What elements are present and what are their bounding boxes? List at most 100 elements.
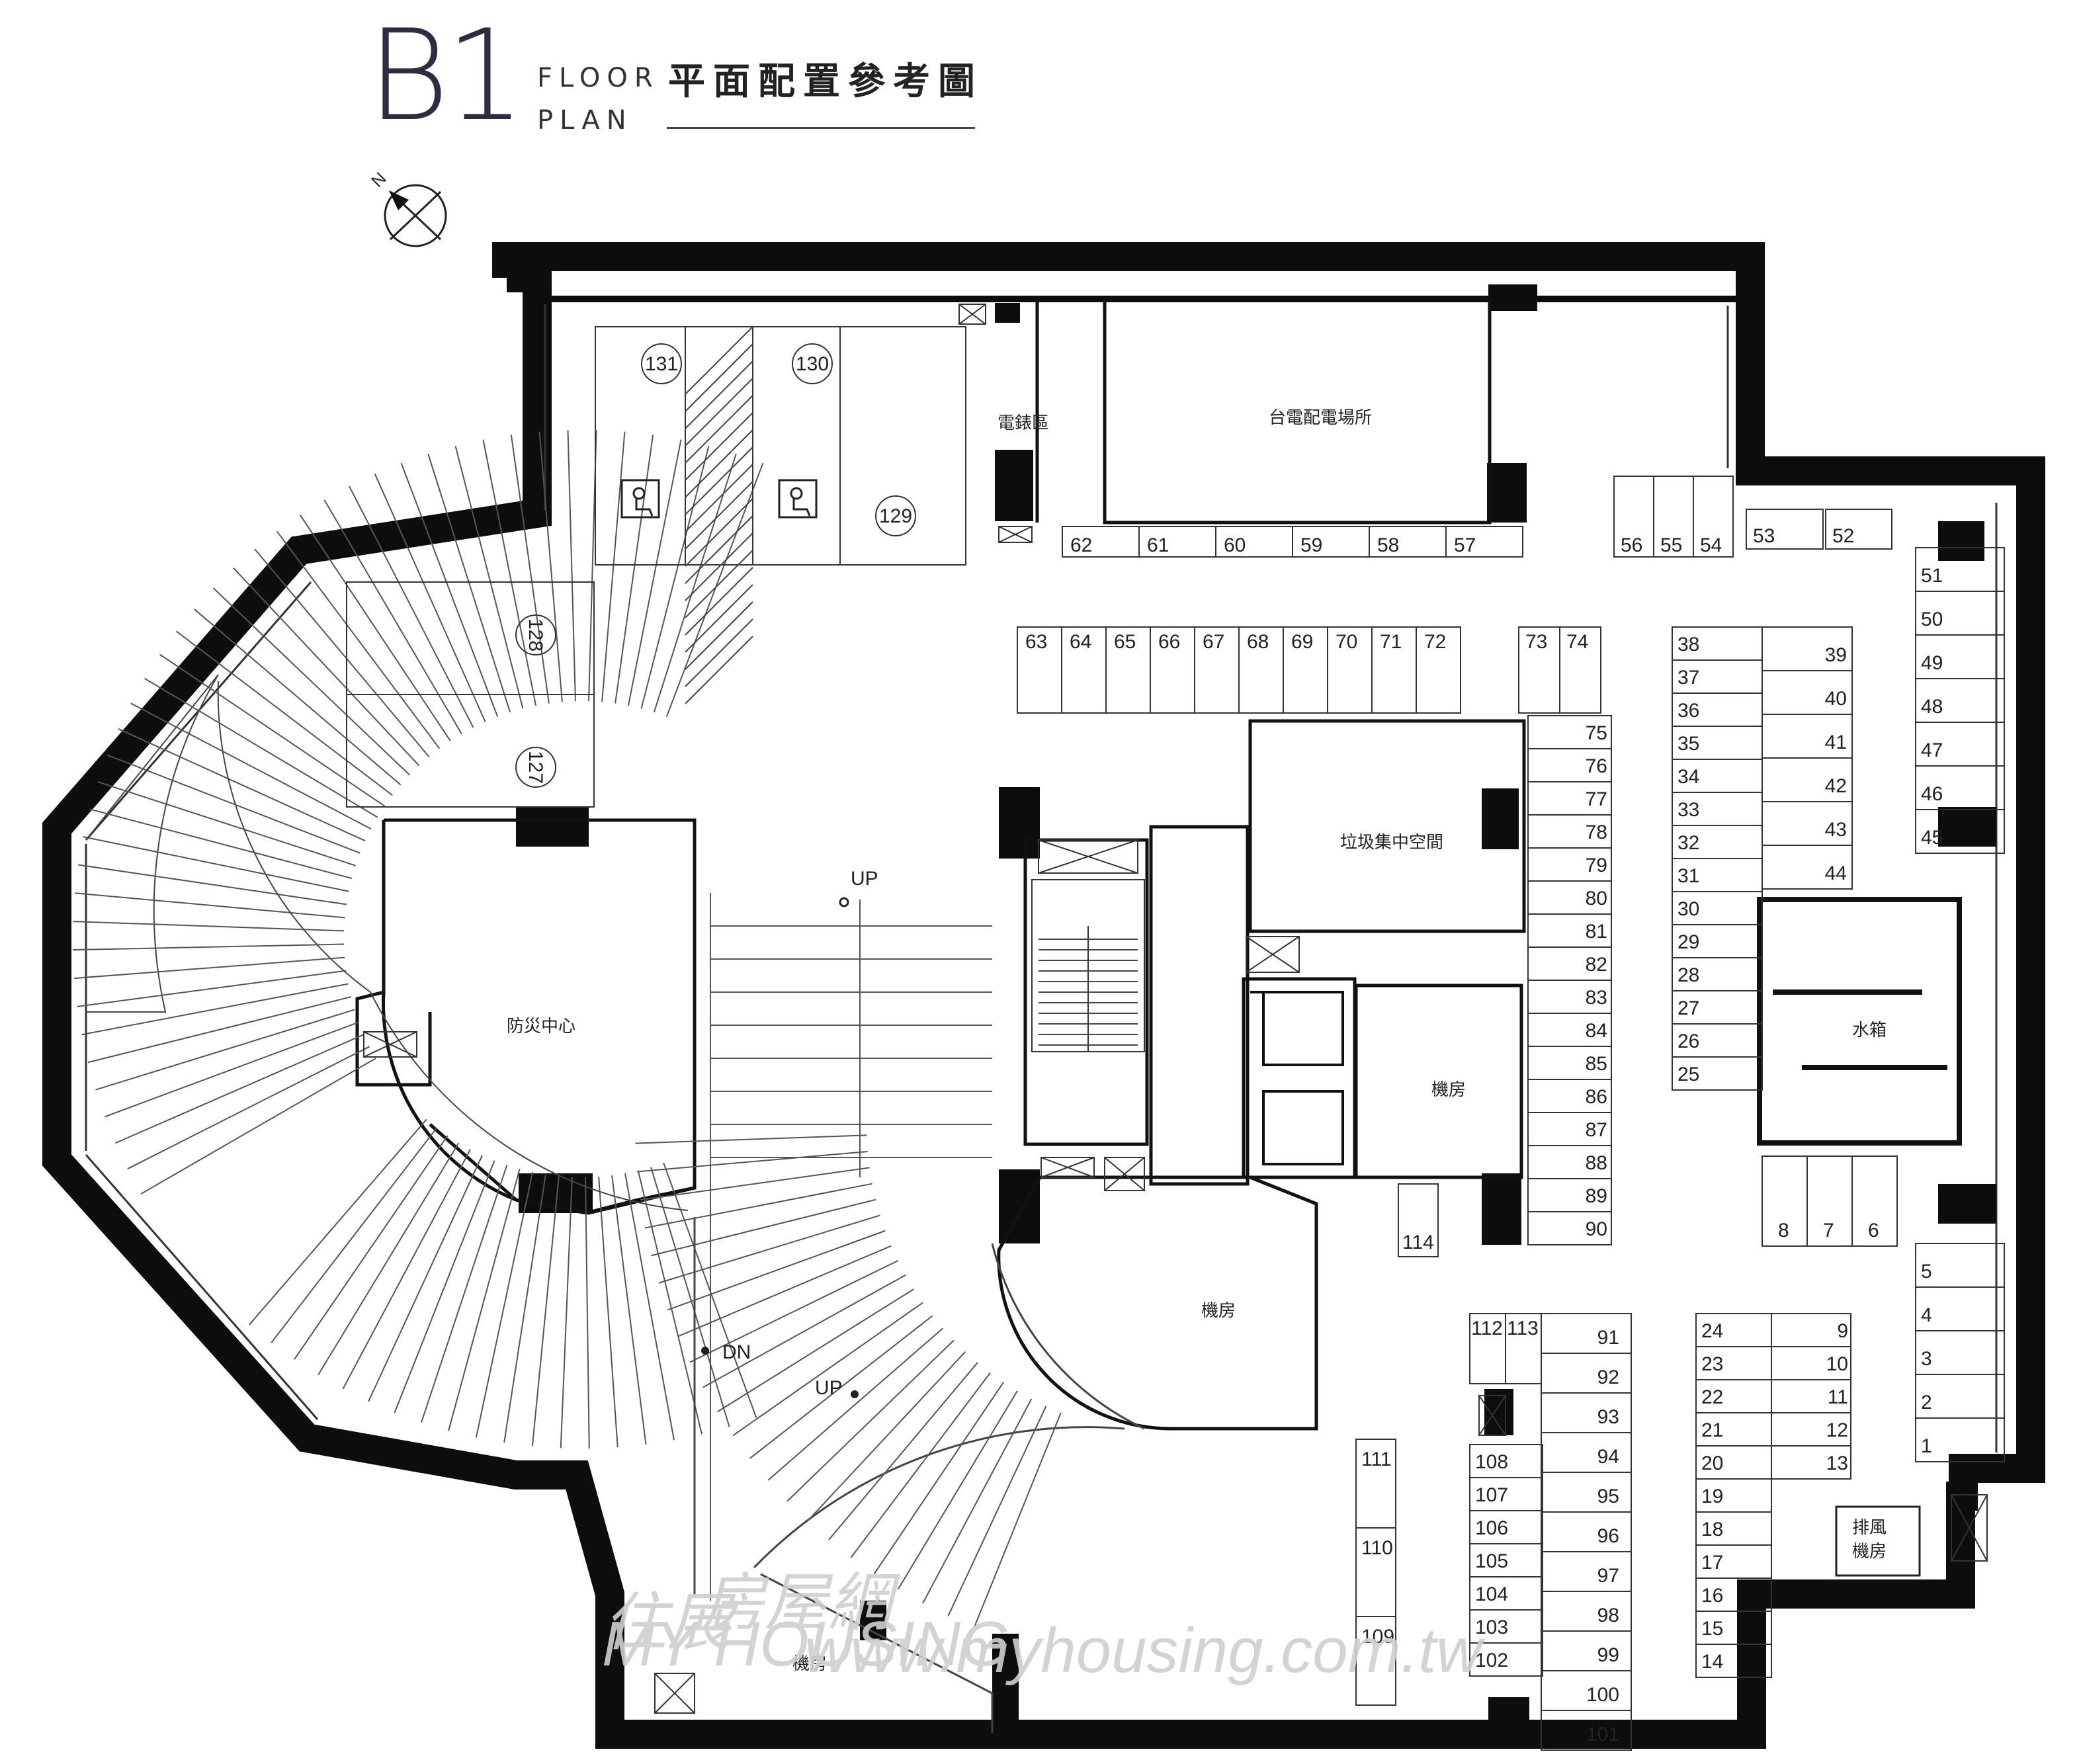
parking-slot <box>1541 1710 1632 1751</box>
ramp-stripe <box>627 439 682 706</box>
parking-slot-number: 41 <box>1825 732 1847 753</box>
parking-slot <box>1559 626 1601 714</box>
ramp-stripe <box>667 1230 886 1311</box>
ramp-stripe <box>611 1175 647 1445</box>
parking-slot-number: 55 <box>1660 534 1682 556</box>
elevators <box>1250 991 1344 1165</box>
parking-slot-number: 53 <box>1753 525 1775 547</box>
parking-slot-number: 3 <box>1921 1348 1932 1370</box>
parking-slot <box>1527 1211 1612 1245</box>
parking-slot-number: 4 <box>1921 1304 1932 1326</box>
parking-slot-number: 35 <box>1678 733 1699 755</box>
ramp-stripe <box>637 1170 703 1435</box>
stair-steps <box>1039 939 1138 1046</box>
shaft-cross <box>1478 1395 1506 1436</box>
parking-slot-number: 33 <box>1678 799 1699 821</box>
parking-slot-number: 94 <box>1597 1446 1619 1468</box>
parking-slot-number: 82 <box>1586 954 1607 976</box>
parking-slot-number: 47 <box>1921 739 1943 761</box>
hatch-line <box>685 429 753 498</box>
parking-slot-number: 104 <box>1475 1583 1508 1605</box>
ramp-stripe <box>482 439 537 706</box>
ramp-stripe <box>624 1173 675 1441</box>
parking-slot-number: 68 <box>1247 631 1269 653</box>
ramp-stripe <box>318 1142 460 1376</box>
ramp-stripe <box>78 864 347 905</box>
parking-slot-number: 34 <box>1678 766 1699 788</box>
parking-slot-number: 15 <box>1701 1618 1723 1640</box>
parking-slot-number: 113 <box>1507 1318 1539 1339</box>
ramp-stripe <box>560 1177 573 1449</box>
parking-slot-number: 103 <box>1475 1617 1508 1638</box>
parking-slot-number: 100 <box>1586 1684 1619 1706</box>
ramp-stripe <box>454 445 524 709</box>
hatch-line <box>685 550 753 618</box>
parking-slot-number: 77 <box>1586 788 1607 810</box>
parking-slot-number: 62 <box>1070 534 1092 556</box>
parking-slot-number: 65 <box>1114 631 1136 653</box>
ramp-stripe <box>81 983 349 1036</box>
hatch-line <box>685 360 753 429</box>
parking-slot-number: 50 <box>1921 609 1943 630</box>
ramp-stripe <box>873 1382 1005 1575</box>
room-exhaust-2: 機房 <box>1852 1542 1887 1562</box>
parking-slot-number: 95 <box>1597 1486 1619 1507</box>
watermark-brand: 住展 <box>603 1587 736 1658</box>
ramp-stripe <box>300 515 451 741</box>
ramp-stripe <box>349 485 474 728</box>
shaft-box <box>363 1031 417 1058</box>
parking-slot-number: 30 <box>1678 898 1699 920</box>
parking-slot-number: 57 <box>1454 534 1476 556</box>
ramp-stripe <box>828 1362 978 1540</box>
ramp-stripe <box>567 430 576 702</box>
parking-slot-number: 32 <box>1678 832 1699 854</box>
ramp-dot <box>839 897 849 907</box>
room-disaster: 防災中心 <box>507 1017 575 1036</box>
parking-slot-number: 39 <box>1825 644 1847 666</box>
header-plan: PLAN <box>537 105 633 136</box>
parking-slot-number: 36 <box>1678 700 1699 722</box>
ramp-stripe <box>159 653 386 807</box>
parking-slot-number: 71 <box>1380 631 1402 653</box>
parking-slot <box>1505 1313 1542 1384</box>
parking-slot-number: 70 <box>1336 631 1357 653</box>
parking-slot-number: 90 <box>1586 1218 1607 1240</box>
parking-slot-number: 96 <box>1597 1525 1619 1547</box>
parking-slot-number: 27 <box>1678 997 1699 1019</box>
parking-slot-number: 69 <box>1291 631 1313 653</box>
hatch-line <box>685 481 753 550</box>
parking-slot-number: 37 <box>1678 667 1699 689</box>
accessible-parking <box>346 326 966 808</box>
parking-slot <box>1825 509 1892 550</box>
ramp-stripe <box>106 754 361 854</box>
ramp-stripe <box>635 1134 867 1144</box>
ramp-stripe <box>254 548 430 757</box>
parking-slot-number: 72 <box>1424 631 1446 653</box>
hatch-line <box>685 446 753 515</box>
parking-slot-number: 20 <box>1701 1452 1723 1474</box>
parking-slot-number: 105 <box>1475 1550 1508 1572</box>
parking-slot <box>1693 476 1734 558</box>
ramp-stripe <box>732 1302 923 1437</box>
parking-slot-number: 13 <box>1826 1452 1848 1474</box>
parking-slot-number: 89 <box>1586 1185 1607 1207</box>
ramp-stripe <box>677 1245 892 1337</box>
room-meter: 電錶區 <box>998 413 1049 433</box>
hatch-line <box>685 378 753 446</box>
parking-slot-number: 79 <box>1586 855 1607 876</box>
ramp-stripe <box>73 943 345 951</box>
parking-slot <box>1771 1445 1851 1480</box>
circled-slot-marker <box>792 343 833 384</box>
circled-slot-marker <box>515 747 556 788</box>
parking-slot-number: 97 <box>1597 1565 1619 1587</box>
shaft-cross <box>1104 1157 1145 1191</box>
inner-wall-lines <box>85 304 1998 1452</box>
ramp-stripe <box>74 956 345 980</box>
room-outlines <box>355 297 1962 1431</box>
parking-slot <box>1746 509 1824 550</box>
ramp-south-stripes <box>635 1134 1062 1628</box>
parking-slot-number: 111 <box>1361 1449 1392 1470</box>
parking-slot-number: 12 <box>1826 1419 1848 1441</box>
parking-slot-number: 28 <box>1678 964 1699 986</box>
